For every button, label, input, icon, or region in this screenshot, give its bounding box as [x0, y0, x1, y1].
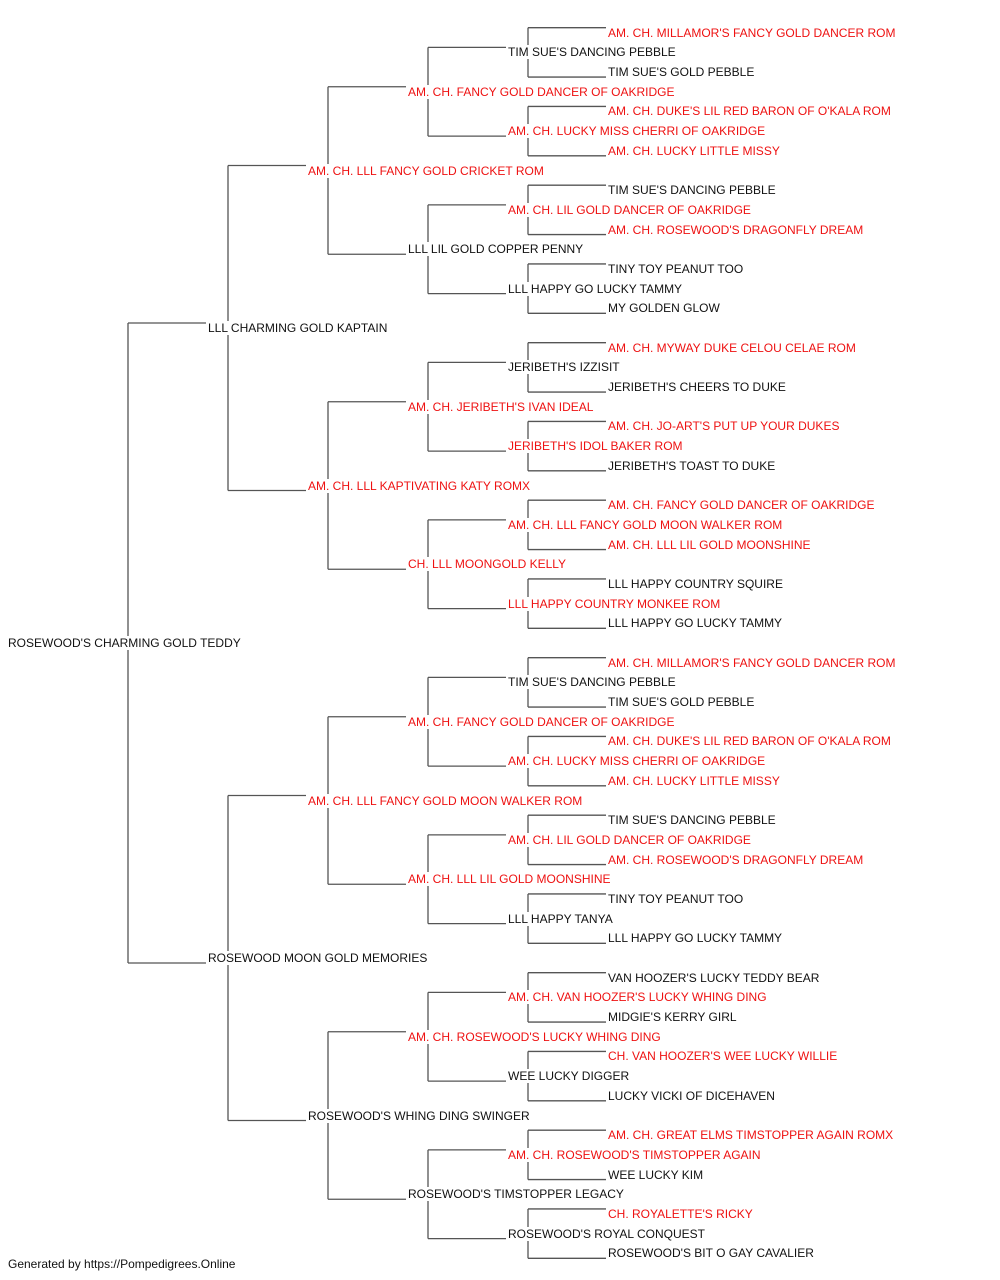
- ancestor-name: AM. CH. FANCY GOLD DANCER OF OAKRIDGE: [606, 498, 877, 513]
- ancestor-name: AM. CH. LLL FANCY GOLD CRICKET ROM: [306, 163, 546, 178]
- ancestor-name: AM. CH. LLL FANCY GOLD MOON WALKER ROM: [506, 517, 785, 532]
- ancestor-name: AM. CH. FANCY GOLD DANCER OF OAKRIDGE: [406, 84, 677, 99]
- ancestor-name: JERIBETH'S IDOL BAKER ROM: [506, 439, 685, 454]
- ancestor-name: LUCKY VICKI OF DICEHAVEN: [606, 1088, 777, 1103]
- ancestor-name: AM. CH. MILLAMOR'S FANCY GOLD DANCER ROM: [606, 655, 898, 670]
- ancestor-name: LLL HAPPY TANYA: [506, 911, 615, 926]
- ancestor-name: AM. CH. GREAT ELMS TIMSTOPPER AGAIN ROMX: [606, 1128, 896, 1143]
- ancestor-name: TIM SUE'S DANCING PEBBLE: [606, 183, 778, 198]
- ancestor-name: AM. CH. DUKE'S LIL RED BARON OF O'KALA R…: [606, 734, 893, 749]
- ancestor-name: WEE LUCKY DIGGER: [506, 1069, 632, 1084]
- ancestor-name: AM. CH. LIL GOLD DANCER OF OAKRIDGE: [506, 832, 753, 847]
- ancestor-name: VAN HOOZER'S LUCKY TEDDY BEAR: [606, 970, 822, 985]
- subject-dog-name: ROSEWOOD'S CHARMING GOLD TEDDY: [6, 636, 243, 650]
- ancestor-name: AM. CH. LIL GOLD DANCER OF OAKRIDGE: [506, 202, 753, 217]
- ancestor-name: TIM SUE'S DANCING PEBBLE: [506, 675, 678, 690]
- ancestor-name: AM. CH. VAN HOOZER'S LUCKY WHING DING: [506, 990, 769, 1005]
- footer-credit: Generated by https://Pompedigrees.Online: [8, 1257, 236, 1271]
- ancestor-name: LLL LIL GOLD COPPER PENNY: [406, 242, 586, 257]
- ancestor-name: TIM SUE'S DANCING PEBBLE: [606, 813, 778, 828]
- ancestor-name: AM. CH. LLL LIL GOLD MOONSHINE: [606, 537, 813, 552]
- ancestor-name: LLL CHARMING GOLD KAPTAIN: [206, 321, 390, 335]
- ancestor-name: LLL HAPPY COUNTRY SQUIRE: [606, 576, 785, 591]
- ancestor-name: AM. CH. JERIBETH'S IVAN IDEAL: [406, 399, 596, 414]
- ancestor-name: JERIBETH'S IZZISIT: [506, 360, 622, 375]
- ancestor-name: JERIBETH'S TOAST TO DUKE: [606, 458, 778, 473]
- ancestor-name: AM. CH. LUCKY MISS CHERRI OF OAKRIDGE: [506, 754, 768, 769]
- ancestor-name: AM. CH. JO-ART'S PUT UP YOUR DUKES: [606, 419, 842, 434]
- ancestor-name: WEE LUCKY KIM: [606, 1167, 706, 1182]
- ancestor-name: MY GOLDEN GLOW: [606, 301, 722, 316]
- ancestor-name: ROSEWOOD'S WHING DING SWINGER: [306, 1108, 532, 1123]
- ancestor-name: TIM SUE'S DANCING PEBBLE: [506, 45, 678, 60]
- ancestor-name: ROSEWOOD MOON GOLD MEMORIES: [206, 951, 430, 965]
- ancestor-name: AM. CH. ROSEWOOD'S DRAGONFLY DREAM: [606, 852, 866, 867]
- ancestor-name: TINY TOY PEANUT TOO: [606, 261, 746, 276]
- ancestor-name: LLL HAPPY GO LUCKY TAMMY: [606, 931, 785, 946]
- ancestor-name: AM. CH. ROSEWOOD'S LUCKY WHING DING: [406, 1029, 663, 1044]
- ancestor-name: MIDGIE'S KERRY GIRL: [606, 1010, 739, 1025]
- ancestor-name: LLL HAPPY GO LUCKY TAMMY: [506, 281, 685, 296]
- ancestor-name: CH. ROYALETTE'S RICKY: [606, 1206, 755, 1221]
- ancestor-name: ROSEWOOD'S TIMSTOPPER LEGACY: [406, 1187, 626, 1202]
- ancestor-name: AM. CH. LLL LIL GOLD MOONSHINE: [406, 872, 613, 887]
- ancestor-name: TIM SUE'S GOLD PEBBLE: [606, 65, 757, 80]
- ancestor-name: CH. VAN HOOZER'S WEE LUCKY WILLIE: [606, 1049, 840, 1064]
- ancestor-name: LLL HAPPY COUNTRY MONKEE ROM: [506, 596, 723, 611]
- ancestor-name: CH. LLL MOONGOLD KELLY: [406, 557, 569, 572]
- ancestor-name: AM. CH. LLL FANCY GOLD MOON WALKER ROM: [306, 793, 585, 808]
- ancestor-name: AM. CH. LUCKY LITTLE MISSY: [606, 143, 782, 158]
- ancestor-name: ROSEWOOD'S BIT O GAY CAVALIER: [606, 1246, 816, 1261]
- ancestor-name: AM. CH. ROSEWOOD'S TIMSTOPPER AGAIN: [506, 1147, 763, 1162]
- ancestor-name: AM. CH. DUKE'S LIL RED BARON OF O'KALA R…: [606, 104, 893, 119]
- ancestor-name: AM. CH. MYWAY DUKE CELOU CELAE ROM: [606, 340, 858, 355]
- ancestor-name: AM. CH. FANCY GOLD DANCER OF OAKRIDGE: [406, 714, 677, 729]
- ancestor-name: AM. CH. LUCKY LITTLE MISSY: [606, 773, 782, 788]
- ancestor-name: ROSEWOOD'S ROYAL CONQUEST: [506, 1226, 707, 1241]
- ancestor-name: TINY TOY PEANUT TOO: [606, 891, 746, 906]
- ancestor-name: JERIBETH'S CHEERS TO DUKE: [606, 380, 788, 395]
- ancestor-name: AM. CH. MILLAMOR'S FANCY GOLD DANCER ROM: [606, 25, 898, 40]
- ancestor-name: AM. CH. LLL KAPTIVATING KATY ROMX: [306, 478, 533, 493]
- ancestor-name: AM. CH. ROSEWOOD'S DRAGONFLY DREAM: [606, 222, 866, 237]
- ancestor-name: LLL HAPPY GO LUCKY TAMMY: [606, 616, 785, 631]
- ancestor-name: TIM SUE'S GOLD PEBBLE: [606, 695, 757, 710]
- ancestor-name: AM. CH. LUCKY MISS CHERRI OF OAKRIDGE: [506, 124, 768, 139]
